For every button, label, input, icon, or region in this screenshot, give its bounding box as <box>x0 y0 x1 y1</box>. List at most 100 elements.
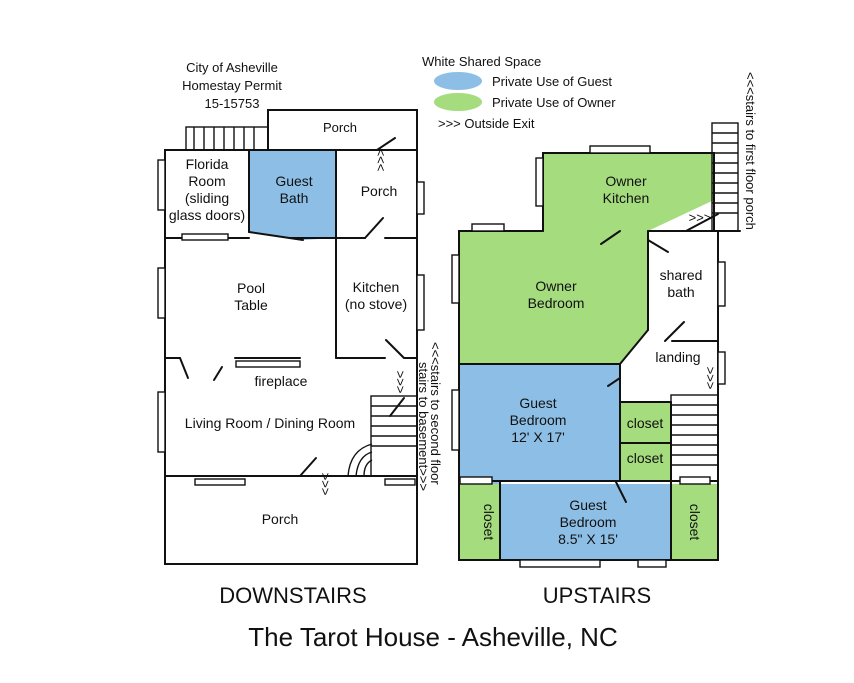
window <box>157 159 166 211</box>
window <box>157 267 166 319</box>
wall <box>213 366 223 381</box>
label-guest-bedroom-1-1: Guest <box>519 395 556 411</box>
label-closet-right: closet <box>687 504 703 541</box>
label-kitchen-2: (no stove) <box>345 296 407 312</box>
label-guest-bedroom-1-2: Bedroom <box>510 412 567 428</box>
label-porch-bottom: Porch <box>262 511 299 527</box>
window <box>459 476 493 485</box>
label-landing: landing <box>655 349 700 365</box>
label-owner-kitchen-1: Owner <box>605 173 647 189</box>
door <box>647 239 669 253</box>
wall <box>713 199 741 232</box>
permit-line-2: Homestay Permit <box>182 78 282 93</box>
legend-shared: White Shared Space <box>422 54 541 69</box>
window <box>717 261 726 307</box>
legend-owner-swatch <box>434 93 482 111</box>
closet-left-area <box>459 484 500 560</box>
legend-owner: Private Use of Owner <box>492 95 616 110</box>
exit-bottom: >>> <box>318 473 333 496</box>
door <box>364 217 384 239</box>
label-florida-4: glass doors) <box>169 207 245 223</box>
downstairs-plan: Porch >>> Florida Room (sliding glass do… <box>157 109 443 565</box>
label-shared-bath-1: shared <box>660 267 703 283</box>
label-florida-3: (sliding <box>185 190 229 206</box>
legend-guest-swatch <box>434 72 482 90</box>
door <box>376 137 396 151</box>
window <box>519 559 601 568</box>
owner-kitchen-area <box>543 153 714 244</box>
door <box>248 231 304 241</box>
guest-bath-area <box>249 150 336 240</box>
window <box>451 389 460 451</box>
window <box>416 181 425 215</box>
label-guest-bath-2: Bath <box>280 190 309 206</box>
interior-stairs <box>347 395 418 477</box>
legend-exit: >>> Outside Exit <box>438 116 535 131</box>
door <box>664 321 685 342</box>
window <box>451 254 460 304</box>
label-owner-bedroom-2: Bedroom <box>528 295 585 311</box>
owner-bedroom-area <box>459 231 648 364</box>
label-shared-bath-2: bath <box>667 284 694 300</box>
window <box>717 351 726 385</box>
label-owner-kitchen-2: Kitchen <box>603 190 650 206</box>
door <box>179 357 189 379</box>
guest-bedroom-2-area <box>500 484 671 560</box>
exit-landing: >>> <box>703 367 718 390</box>
bottom-porch-wall <box>164 475 418 565</box>
label-pool-2: Table <box>234 297 268 313</box>
window <box>471 223 505 232</box>
window <box>181 233 229 241</box>
fireplace-hearth <box>235 360 301 368</box>
guest-bedroom-1-area <box>459 364 620 484</box>
deck-stairs <box>185 126 269 151</box>
window <box>157 391 166 453</box>
wall <box>619 329 649 365</box>
stairs-note-basement: stairs to basement>>> <box>416 362 431 491</box>
label-guest-bedroom-1-3: 12' X 17' <box>511 429 565 445</box>
heading-downstairs: DOWNSTAIRS <box>219 583 366 608</box>
closet-right-area <box>671 484 718 560</box>
window <box>194 478 246 486</box>
label-guest-bedroom-2-1: Guest <box>569 497 606 513</box>
door <box>615 481 627 503</box>
exit-stairs: >>> <box>393 371 408 394</box>
window <box>589 145 651 154</box>
window <box>679 476 711 485</box>
closet-a-area <box>620 402 671 443</box>
door <box>600 230 621 245</box>
label-florida-1: Florida <box>186 156 229 172</box>
upstairs-interior-stairs <box>670 394 719 482</box>
permit-line-3: 15-15753 <box>205 96 260 111</box>
label-pool-1: Pool <box>237 280 265 296</box>
legend-guest: Private Use of Guest <box>492 74 612 89</box>
label-porch-top: Porch <box>323 120 357 135</box>
exterior-stairs <box>711 122 739 232</box>
door <box>385 339 405 359</box>
upstairs-plan: Owner Kitchen >>> Owner Bedroom shared b… <box>451 72 758 568</box>
window <box>535 157 544 207</box>
label-owner-bedroom-1: Owner <box>535 278 577 294</box>
label-living-room: Living Room / Dining Room <box>185 415 355 431</box>
label-fireplace: fireplace <box>255 373 308 389</box>
closet-b-area <box>620 443 671 481</box>
label-guest-bath-1: Guest <box>275 173 312 189</box>
exit-top: >>> <box>373 149 388 172</box>
door <box>299 457 317 477</box>
window <box>384 478 416 486</box>
window <box>637 559 667 568</box>
label-guest-bedroom-2-3: 8.5" X 15' <box>558 531 618 547</box>
label-guest-bedroom-2-2: Bedroom <box>560 514 617 530</box>
label-closet-a: closet <box>627 415 664 431</box>
label-porch-side: Porch <box>361 183 398 199</box>
label-kitchen-1: Kitchen <box>353 279 400 295</box>
label-closet-b: closet <box>627 450 664 466</box>
door <box>607 377 621 387</box>
stairs-note-first-floor-porch: <<<stairs to first floor porch <box>743 72 758 230</box>
label-closet-left: closet <box>481 504 497 541</box>
stairs-note-second-floor: <<<stairs to second floor <box>428 342 443 485</box>
exit-right: >>> <box>689 210 712 225</box>
window <box>416 274 425 331</box>
